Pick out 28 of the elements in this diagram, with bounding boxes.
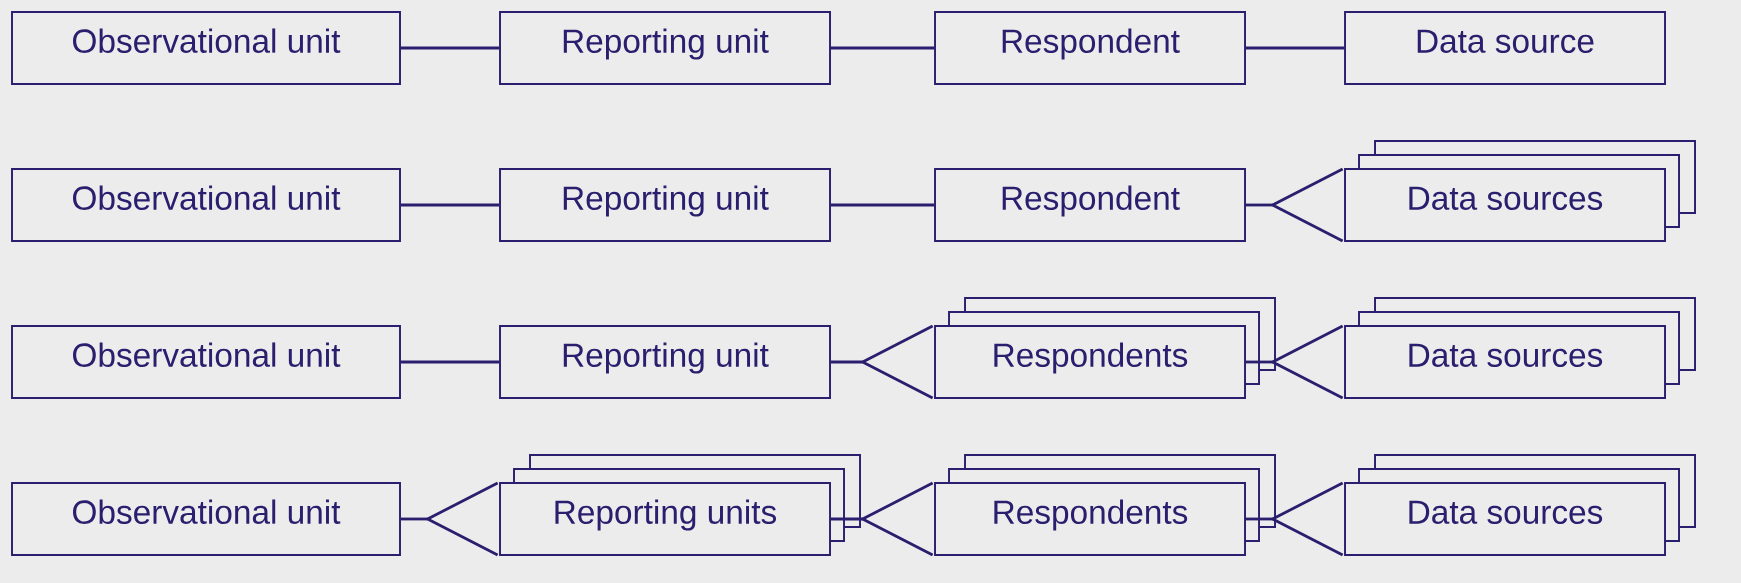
crows-foot-line (400, 481, 499, 557)
stacked-boxes: Respondents (934, 454, 1276, 556)
entity-box: Observational unit (11, 11, 401, 85)
entity-box: Respondent (934, 11, 1246, 85)
entity-box: Observational unit (11, 168, 401, 242)
entity-box: Observational unit (11, 482, 401, 556)
entity-box: Respondent (934, 168, 1246, 242)
crows-foot-line (831, 324, 934, 400)
connector-line (831, 46, 935, 50)
crows-foot-line (1246, 167, 1344, 243)
stacked-boxes: Data sources (1344, 297, 1696, 399)
stacked-boxes: Data sources (1344, 140, 1696, 242)
stacked-boxes: Data sources (1344, 454, 1696, 556)
entity-box: Reporting unit (499, 168, 831, 242)
connector-line (400, 46, 500, 50)
entity-box: Data source (1344, 11, 1666, 85)
connector-line (831, 203, 935, 207)
entity-box: Reporting unit (499, 325, 831, 399)
crows-foot-line (831, 481, 934, 557)
stacked-boxes: Respondents (934, 297, 1276, 399)
connector-line (400, 203, 500, 207)
stacked-boxes: Reporting units (499, 454, 861, 556)
entity-box: Observational unit (11, 325, 401, 399)
connector-line (400, 360, 500, 364)
crows-foot-line (1246, 324, 1344, 400)
crows-foot-line (1246, 481, 1344, 557)
connector-line (1246, 46, 1345, 50)
entity-box: Reporting unit (499, 11, 831, 85)
